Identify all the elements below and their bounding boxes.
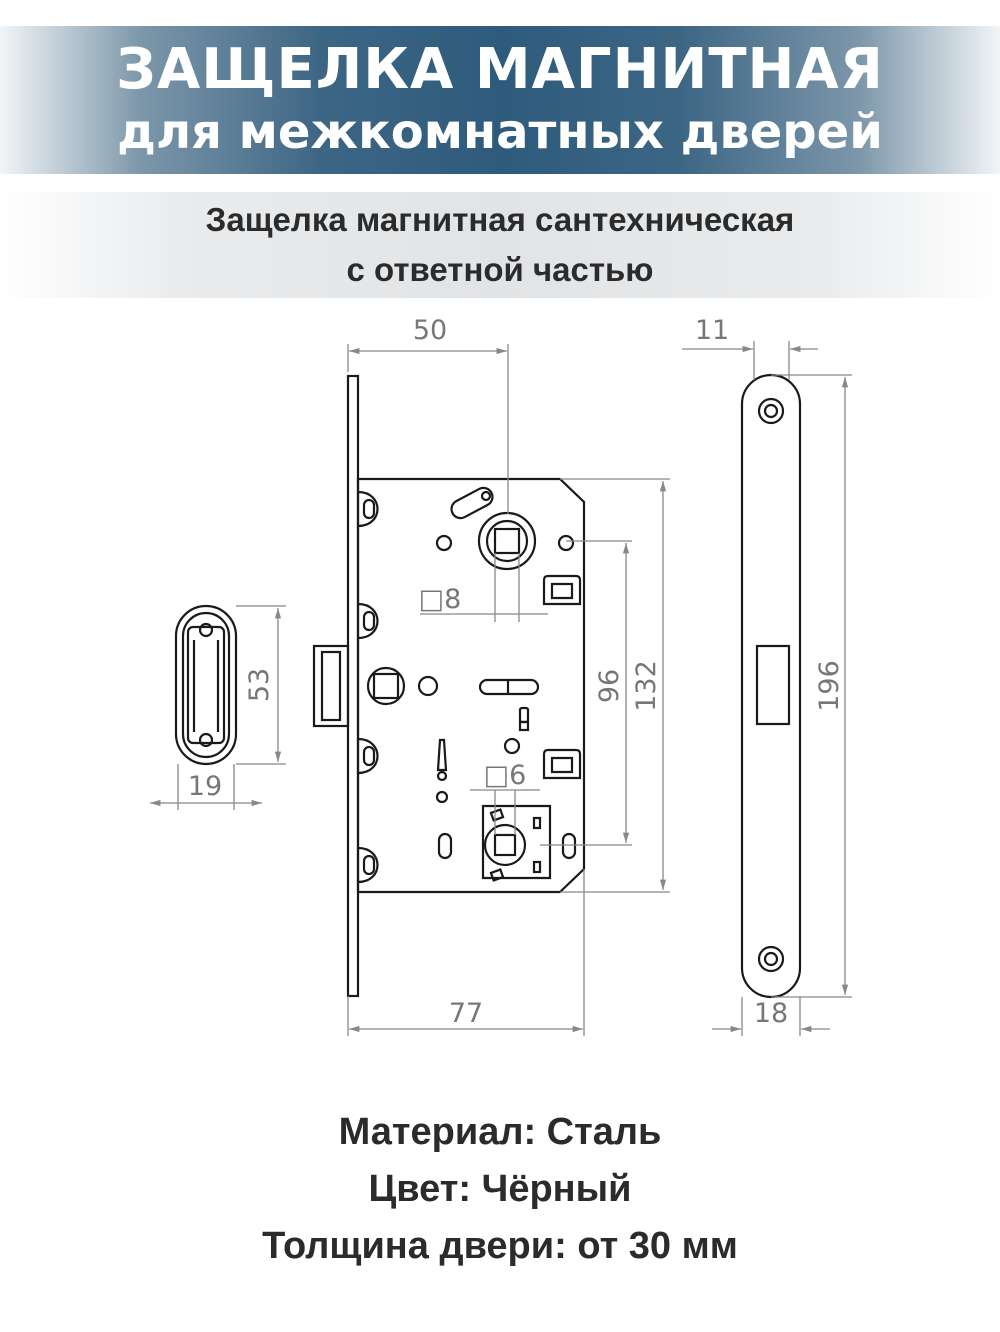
dim-square-top: □8 bbox=[419, 584, 462, 615]
dim-strike-width: 19 bbox=[188, 771, 222, 802]
dim-strike-height: 53 bbox=[244, 668, 275, 702]
strike-dimensions bbox=[150, 605, 286, 810]
dim-faceplate-length: 196 bbox=[814, 660, 845, 712]
dim-faceplate-thickness: 11 bbox=[695, 315, 729, 346]
spec-color: Цвет: Чёрный bbox=[368, 1168, 632, 1210]
spec-door-thickness: Толщина двери: от 30 мм bbox=[262, 1225, 738, 1267]
lock-dimensions bbox=[347, 344, 670, 1036]
title-banner: ЗАЩЕЛКА МАГНИТНАЯ для межкомнатных двере… bbox=[0, 26, 1000, 174]
subtitle-line-2: с ответной частью bbox=[346, 251, 654, 288]
strike-plate bbox=[174, 604, 238, 766]
dim-square-bottom: □6 bbox=[484, 760, 527, 791]
spec-material: Материал: Сталь bbox=[338, 1111, 662, 1153]
title-line-2: для межкомнатных дверей bbox=[117, 104, 883, 160]
subtitle-band: Защелка магнитная сантехническая с ответ… bbox=[0, 192, 1000, 298]
dim-center-distance: 96 bbox=[594, 669, 625, 703]
dim-body-height: 132 bbox=[631, 660, 662, 712]
lock-body bbox=[312, 374, 586, 998]
dim-faceplate-width: 18 bbox=[754, 998, 788, 1029]
subtitle-line-1: Защелка магнитная сантехническая bbox=[205, 201, 795, 238]
specifications: Материал: Сталь Цвет: Чёрный Толщина две… bbox=[0, 1104, 1000, 1275]
technical-drawing: 53 19 bbox=[150, 315, 852, 1036]
faceplate bbox=[740, 373, 802, 999]
title-line-1: ЗАЩЕЛКА МАГНИТНАЯ bbox=[116, 37, 884, 102]
dim-body-depth: 50 bbox=[413, 315, 447, 346]
dim-total-depth: 77 bbox=[449, 998, 483, 1029]
faceplate-dimensions bbox=[682, 341, 852, 1036]
